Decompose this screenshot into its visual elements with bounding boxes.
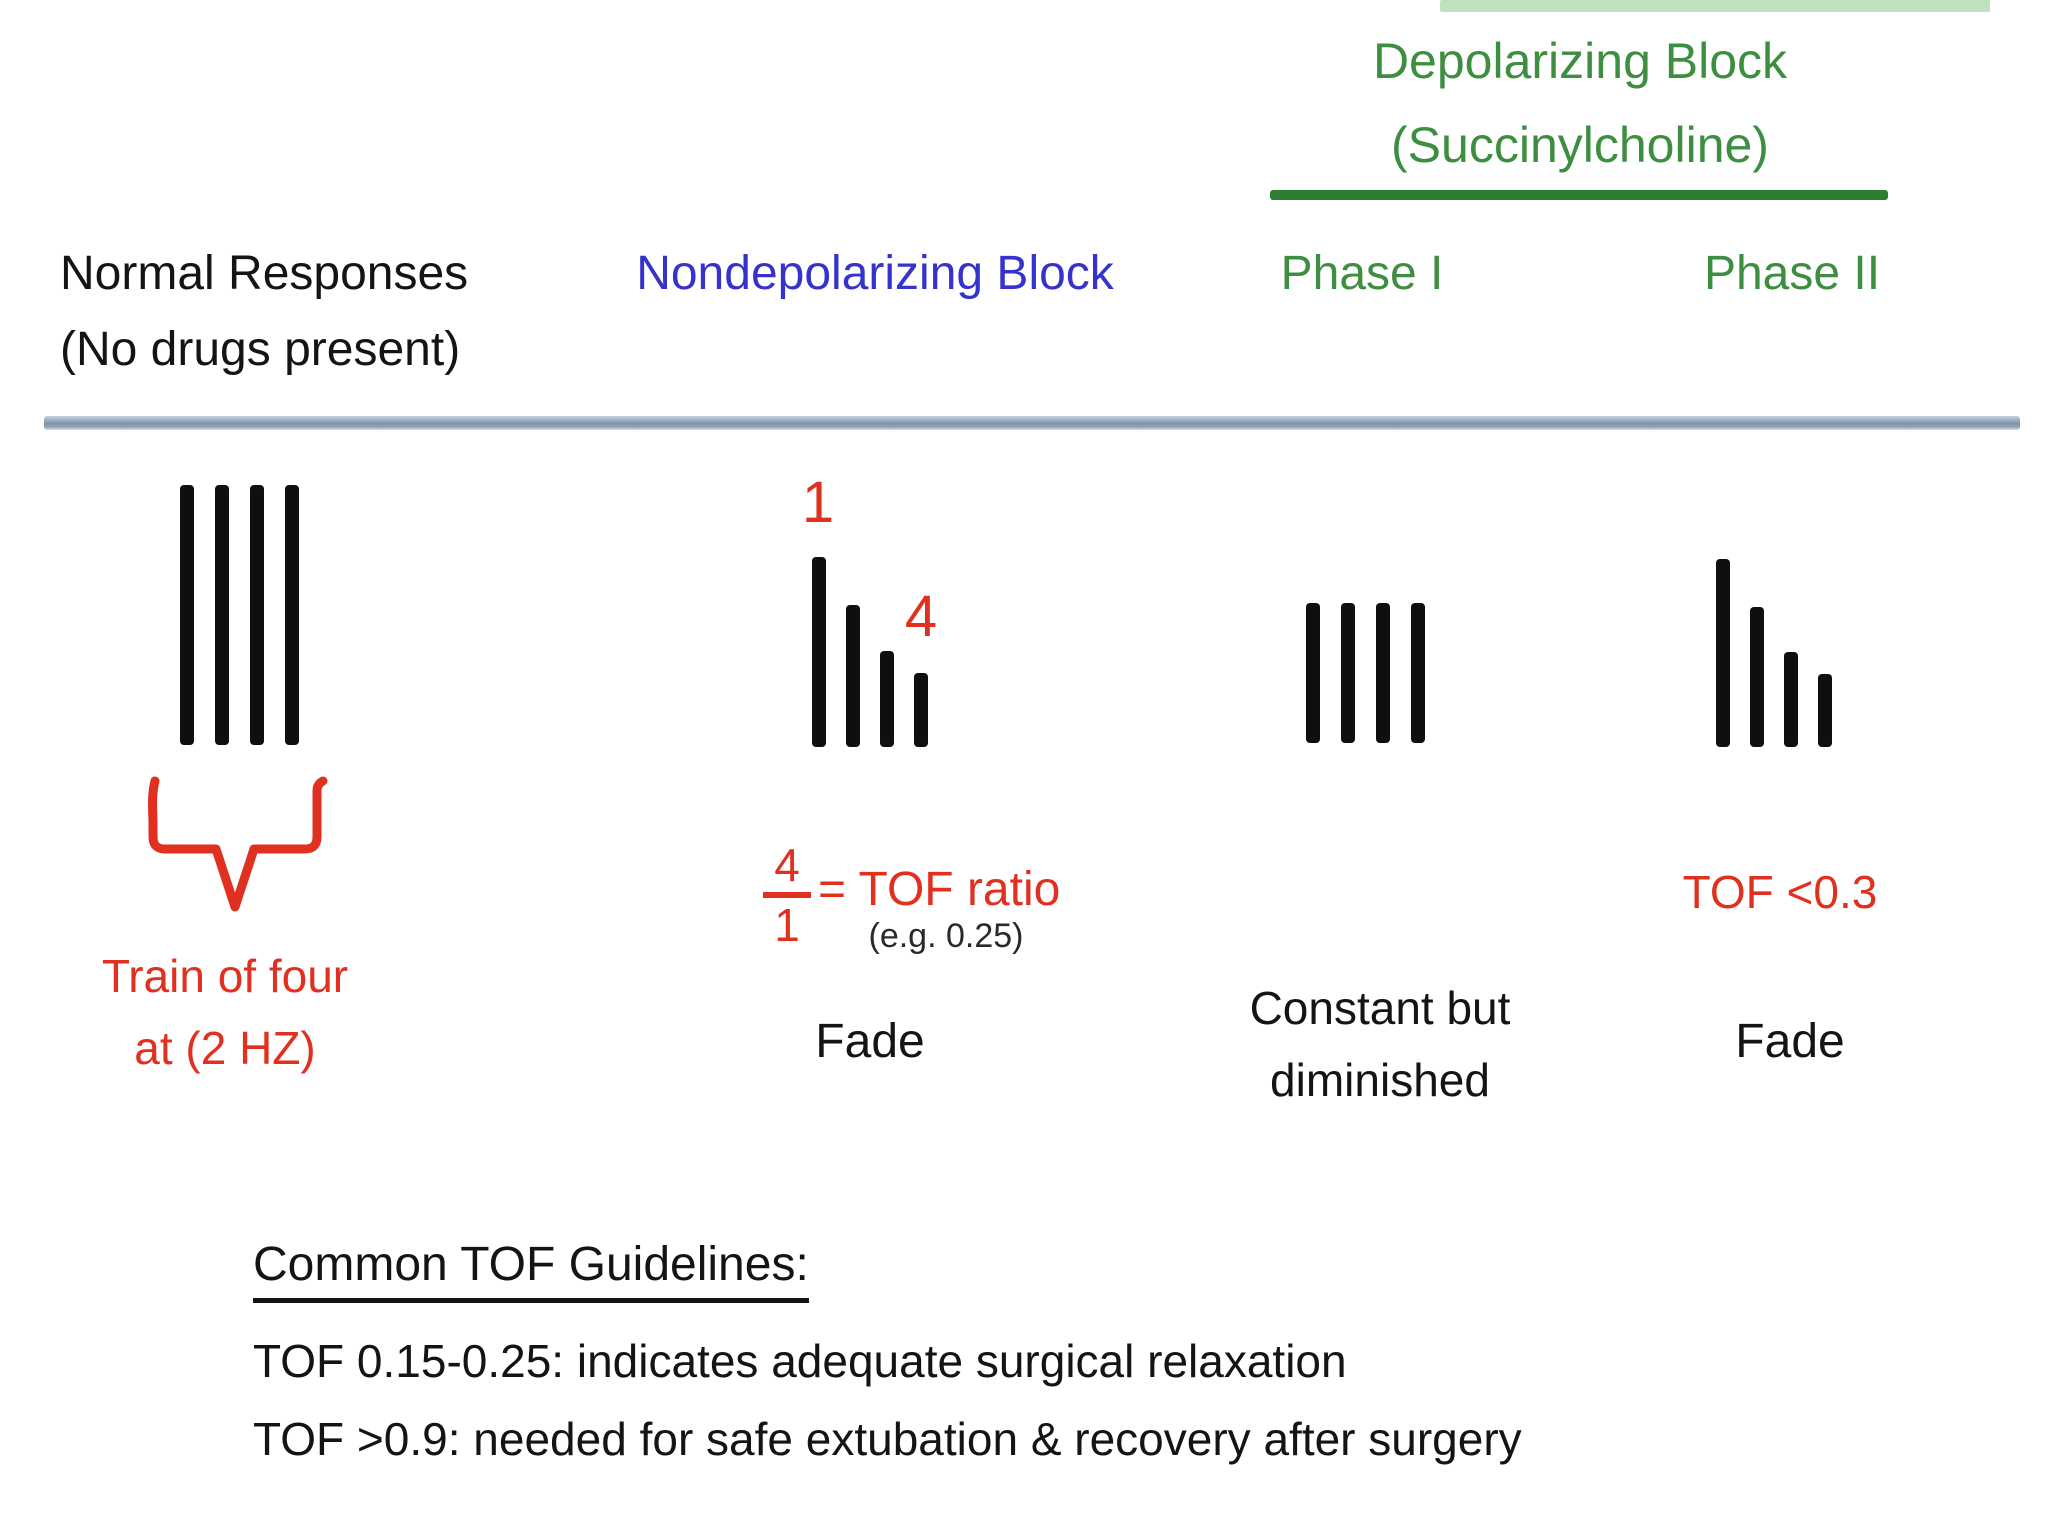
twitch-group-nondepolarizing [812, 557, 928, 747]
depolarizing-underline [1270, 190, 1888, 200]
train-label-line1: Train of four [101, 950, 349, 1002]
column-header-nondepolarizing: Nondepolarizing Block [636, 247, 1114, 300]
tof-ratio-fraction: 4 1 [763, 840, 811, 950]
normal-header-line1: Normal Responses [60, 247, 469, 300]
twitch-bar [914, 673, 928, 747]
cropped-green-bar [1440, 0, 1990, 12]
column-header-normal: Normal Responses (No drugs present) [60, 236, 500, 388]
twitch-bar [1376, 603, 1390, 743]
twitch-group-normal [180, 485, 299, 745]
train-of-four-label: Train of four at (2 HZ) [75, 940, 375, 1084]
fraction-denominator: 1 [774, 899, 800, 951]
phase1-caption-line2: diminished [1270, 1054, 1490, 1106]
depolarizing-title: Depolarizing Block [1372, 33, 1788, 89]
twitch-bar [1341, 603, 1355, 743]
fade-caption-nondepolarizing: Fade [815, 1015, 925, 1068]
column-header-phase1: Phase I [1280, 247, 1444, 300]
fraction-numerator: 4 [763, 840, 811, 898]
fourth-twitch-number: 4 [904, 584, 938, 649]
twitch-bar [846, 605, 860, 747]
fade-caption-phase2: Fade [1735, 1015, 1845, 1068]
train-of-four-bracket [148, 776, 328, 912]
guideline-2: TOF >0.9: needed for safe extubation & r… [253, 1413, 1522, 1465]
tof-ratio-example: (e.g. 0.25) [868, 917, 1024, 955]
phase1-caption-line1: Constant but [1249, 982, 1511, 1034]
guidelines-title: Common TOF Guidelines: [253, 1238, 809, 1303]
twitch-bar [285, 485, 299, 745]
twitch-bar [180, 485, 194, 745]
twitch-bar [1306, 603, 1320, 743]
tof-ratio-text: = TOF ratio [818, 863, 1061, 916]
twitch-bar [1818, 674, 1832, 747]
header-divider-line [44, 416, 2020, 430]
depolarizing-subtitle: (Succinylcholine) [1391, 117, 1769, 173]
twitch-bar [250, 485, 264, 745]
twitch-bar [1784, 652, 1798, 747]
depolarizing-block-header: Depolarizing Block (Succinylcholine) [1270, 19, 1890, 187]
twitch-bar [812, 557, 826, 747]
column-header-phase2: Phase II [1703, 247, 1881, 300]
twitch-bar [880, 651, 894, 747]
twitch-bar [1411, 603, 1425, 743]
twitch-bar [1750, 607, 1764, 747]
phase2-tof-label: TOF <0.3 [1682, 866, 1878, 918]
phase1-caption: Constant but diminished [1230, 972, 1530, 1116]
normal-header-line2: (No drugs present) [60, 323, 461, 376]
train-label-line2: at (2 HZ) [134, 1022, 316, 1074]
twitch-bar [1716, 559, 1730, 747]
twitch-group-phase1 [1306, 603, 1425, 743]
twitch-group-phase2 [1716, 557, 1832, 747]
first-twitch-number: 1 [801, 470, 835, 535]
guideline-1: TOF 0.15-0.25: indicates adequate surgic… [253, 1335, 1347, 1387]
twitch-bar [215, 485, 229, 745]
